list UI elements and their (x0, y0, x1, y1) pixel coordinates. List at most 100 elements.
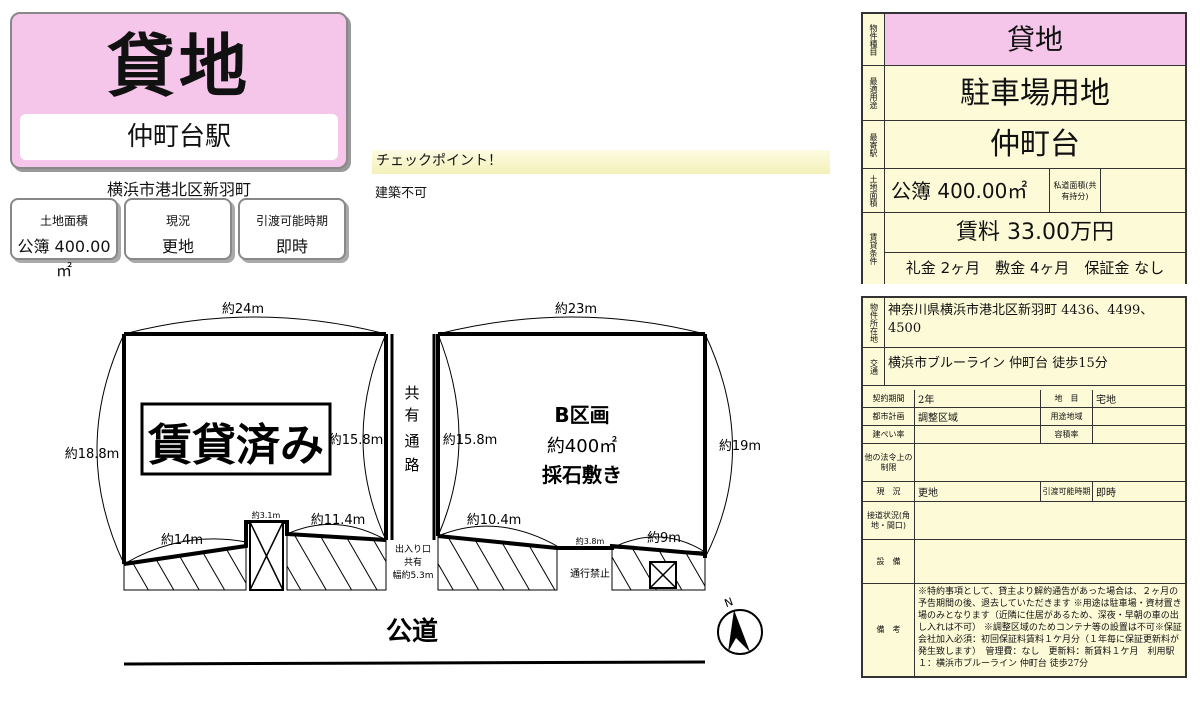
dim-bottom-b2: 約3.8m (576, 536, 605, 546)
station-row-label: 最寄駅 (863, 121, 885, 168)
cityplan-label: 都市計画 (863, 408, 915, 425)
deposit-value: 礼金 2ヶ月 敷金 4ヶ月 保証金 なし (905, 259, 1165, 277)
chimoku-value: 宅地 (1096, 395, 1116, 406)
status-label: 現 況 (863, 482, 915, 501)
cityplan-row: 都市計画 調整区域 用途地域 (863, 408, 1185, 426)
b-zone-surface: 採石敷き (542, 463, 622, 487)
area-label: 土地面積 (863, 169, 885, 212)
road-value (915, 502, 1185, 539)
status-key: 現況 (165, 214, 190, 228)
dim-right-inner-left: 約15.8m (443, 433, 498, 448)
cityplan-value: 調整区域 (915, 408, 1041, 425)
dim-bottom-a2: 約3.1m (252, 510, 281, 520)
otherlaw-label: 他の法令上の制限 (863, 444, 915, 481)
entrance-width: 幅約5.3m (392, 569, 433, 581)
shared-road-char-1: 共 (404, 384, 419, 402)
rented-stamp: 賃貸済み (147, 420, 324, 471)
details-table: 物件所在地 神奈川県横浜市港北区新羽町 4436、4499、4500 交通 横浜… (861, 296, 1187, 678)
status-row: 現 況 更地 引渡可能時期 即時 (863, 482, 1185, 502)
title-card: 貸地 仲町台駅 (10, 12, 348, 169)
handover-row-value: 即時 (1096, 488, 1116, 499)
site-plan-diagram: 共 有 通 路 出入り口 共有 幅約5.3m 約24m 約23m 約18.8m … (65, 302, 763, 666)
dim-left-inner: 約15.8m (329, 433, 384, 448)
handover-box: 引渡可能時期 即時 (238, 198, 346, 260)
road-row: 接道状況(角地・間口) (863, 502, 1185, 540)
transport-row: 交通 横浜市ブルーライン 仲町台 徒歩15分 (863, 348, 1185, 386)
b-zone-title: B区画 (554, 403, 609, 427)
handover-value: 即時 (275, 237, 308, 256)
summary-table: 物件種目 貸地 最適用途 駐車場用地 最寄駅 仲町台 土地面積 公簿 400.0… (861, 12, 1187, 284)
land-area-value: 公簿 400.00㎡ (17, 237, 111, 280)
transport-label: 交通 (863, 348, 885, 385)
entrance-label: 出入り口 (395, 543, 431, 555)
dim-bottom-b3: 約9m (647, 531, 681, 546)
dim-bottom-a1: 約14m (161, 533, 203, 548)
dim-bottom-a3: 約11.4m (311, 513, 366, 528)
contract-label: 契約期間 (863, 390, 915, 407)
b-zone-area: 約400㎡ (547, 435, 617, 457)
entrance-shared: 共有 (404, 556, 422, 568)
road-label: 接道状況(角地・間口) (863, 502, 915, 539)
coverage-row: 建ぺい率 容積率 (863, 426, 1185, 444)
status-row-value: 更地 (915, 482, 1041, 501)
checkpoint-note: 建築不可 (375, 186, 428, 201)
handover-label: 引渡可能時期 (1041, 482, 1093, 501)
land-area-key: 土地面積 (39, 214, 88, 228)
land-area-box: 土地面積 公簿 400.00㎡ (10, 198, 118, 280)
rent-value: 賃料 33.00万円 (885, 213, 1185, 253)
address-label: 横浜市港北区新羽町 (106, 180, 251, 199)
handover-key: 引渡可能時期 (255, 214, 328, 228)
rent-label: 賃貸条件 (863, 213, 885, 284)
otherlaw-value (915, 444, 1185, 481)
checkpoint-bar: チェックポイント！ (372, 150, 830, 174)
status-value: 更地 (161, 237, 194, 256)
contract-row: 契約期間 2年 地 目 宅地 (863, 390, 1185, 408)
dim-top-right: 約23m (555, 302, 597, 317)
facility-label: 設 備 (863, 540, 915, 583)
far-label: 容積率 (1041, 426, 1093, 443)
type-row: 物件種目 貸地 (863, 14, 1185, 66)
location-label: 物件所在地 (863, 298, 885, 347)
station-row-value: 仲町台 (990, 127, 1080, 162)
station-label: 仲町台駅 (20, 114, 338, 160)
facility-value (915, 540, 1185, 583)
zone-label: 用途地域 (1041, 408, 1093, 425)
dim-bottom-b1: 約10.4m (467, 513, 522, 528)
use-label: 最適用途 (863, 66, 885, 120)
coverage-value (915, 426, 1041, 443)
coverage-label: 建ぺい率 (863, 426, 915, 443)
remarks-label: 備 考 (863, 584, 915, 676)
lot-b (436, 332, 707, 591)
location-row: 物件所在地 神奈川県横浜市港北区新羽町 4436、4499、4500 (863, 298, 1185, 348)
shared-road-char-2: 有 (404, 406, 419, 424)
rented-stamp-box (140, 402, 332, 476)
facility-row: 設 備 (863, 540, 1185, 584)
contract-value: 2年 (915, 390, 1041, 407)
shared-road-char-4: 路 (404, 456, 419, 474)
north-mark: N (723, 595, 735, 610)
use-value: 駐車場用地 (960, 76, 1110, 111)
rent-row: 賃貸条件 賃料 33.00万円 礼金 2ヶ月 敷金 4ヶ月 保証金 なし (863, 213, 1185, 284)
type-label: 物件種目 (863, 14, 885, 65)
area-row: 土地面積 公簿 400.00㎡ 私道面積(共有持分) (863, 169, 1185, 213)
status-box: 現況 更地 (124, 198, 232, 260)
location-value: 神奈川県横浜市港北区新羽町 4436、4499、4500 (888, 303, 1154, 336)
area-value: 公簿 400.00㎡ (891, 179, 1028, 203)
transport-value: 横浜市ブルーライン 仲町台 徒歩15分 (888, 356, 1108, 371)
listing-type-title: 貸地 (106, 28, 251, 107)
far-value (1093, 426, 1185, 443)
private-road-label: 私道面積(共有持分) (1049, 169, 1101, 212)
public-road-label: 公道 (386, 616, 438, 647)
chimoku-label: 地 目 (1041, 390, 1093, 407)
dim-left-outer: 約18.8m (65, 447, 120, 462)
north-arrow-icon: N (717, 595, 763, 655)
use-row: 最適用途 駐車場用地 (863, 66, 1185, 121)
remarks-row: 備 考 ※特約事項として、貸主より解約通告があった場合は、２ヶ月の予告期間の後、… (863, 584, 1185, 676)
remarks-value: ※特約事項として、貸主より解約通告があった場合は、２ヶ月の予告期間の後、退去して… (918, 587, 1182, 669)
type-value: 貸地 (1006, 23, 1063, 56)
station-row: 最寄駅 仲町台 (863, 121, 1185, 169)
dim-right-outer: 約19m (719, 439, 761, 454)
zone-value (1093, 408, 1185, 425)
otherlaw-row: 他の法令上の制限 (863, 444, 1185, 482)
lot-a (122, 332, 388, 591)
